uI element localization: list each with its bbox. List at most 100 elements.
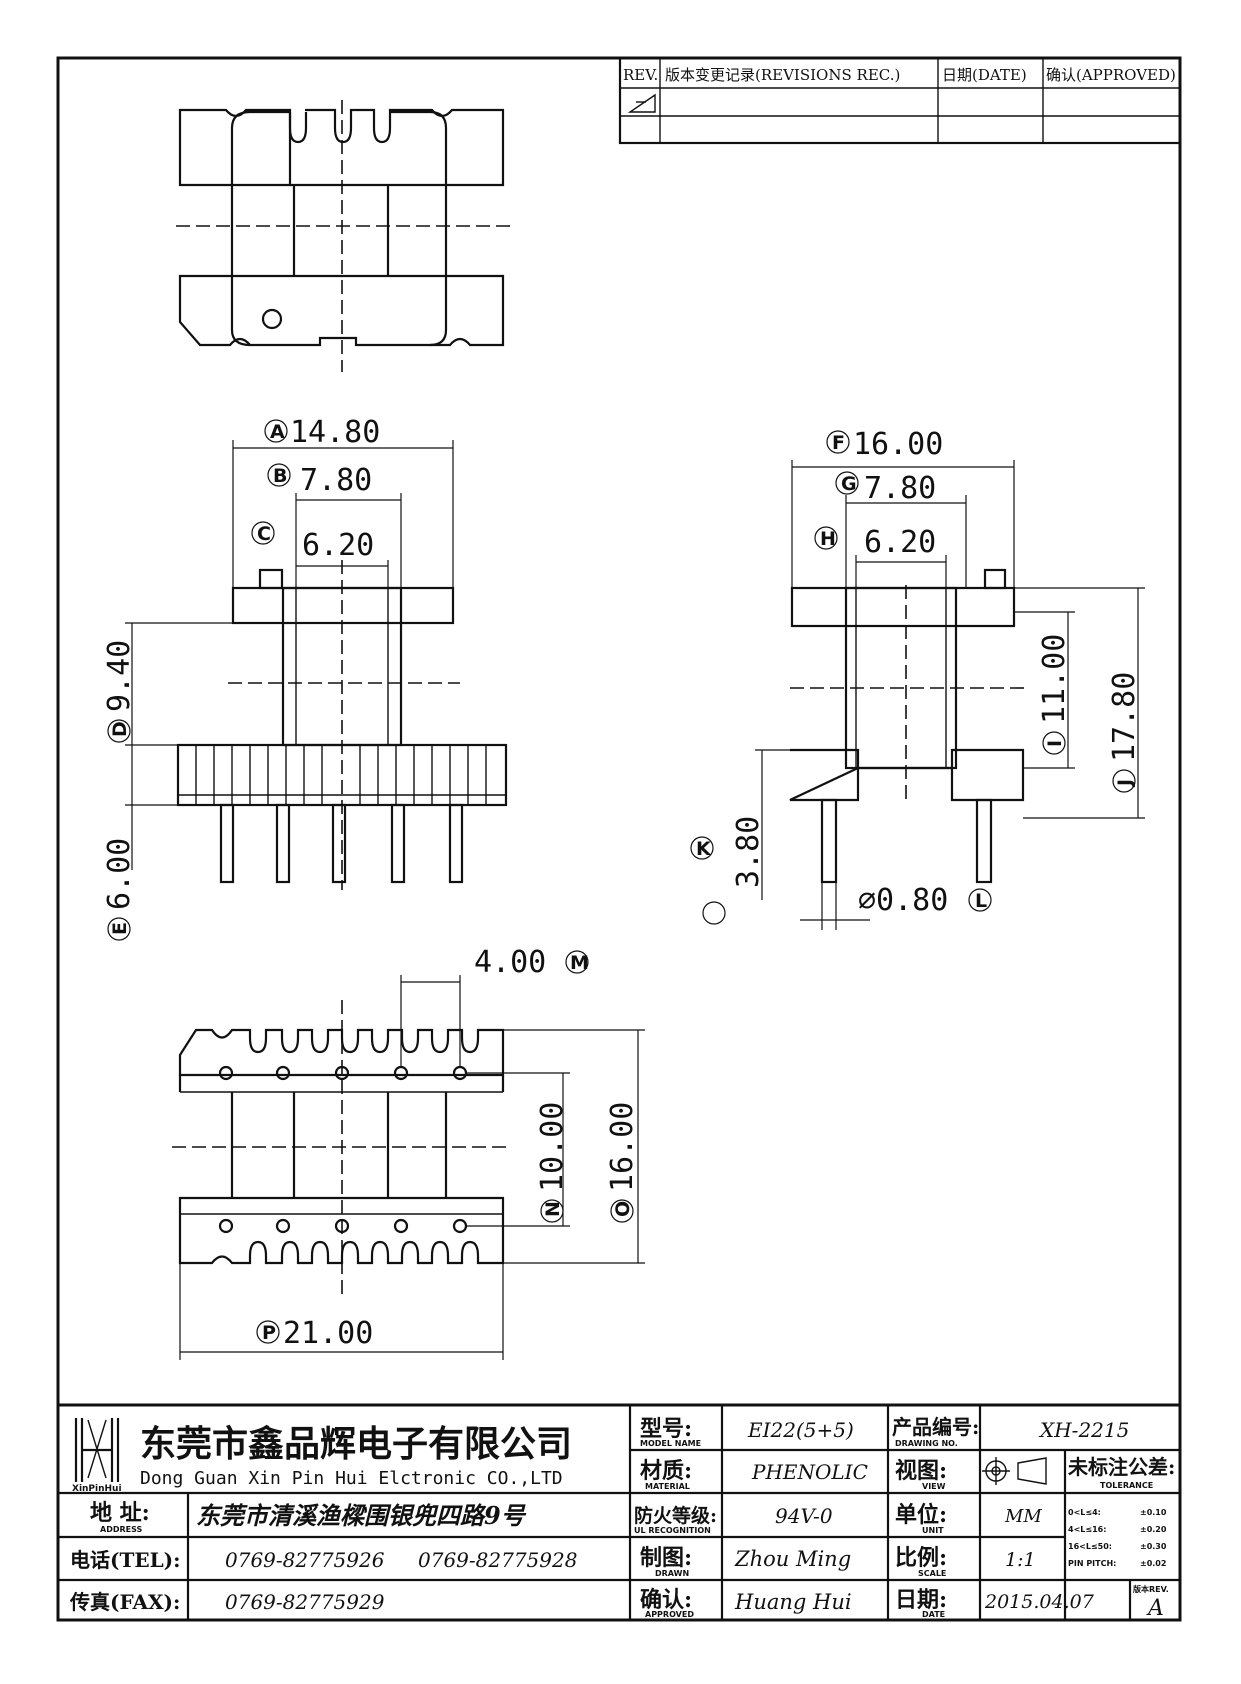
unit-value: MM	[1004, 1506, 1042, 1527]
date-label-en: DATE	[922, 1610, 945, 1619]
fax-value: 0769-82775929	[225, 1590, 385, 1614]
drawing-no-label: 产品编号:	[892, 1415, 979, 1439]
address-label-en: ADDRESS	[100, 1525, 143, 1534]
bottom-view	[172, 975, 645, 1360]
scale-label-en: SCALE	[918, 1569, 946, 1578]
sheet-frame	[56, 56, 1182, 1622]
svg-text:C: C	[257, 523, 271, 545]
dim-C: C 6.20	[251, 521, 374, 563]
drawing-no-value: XH-2215	[1038, 1418, 1129, 1442]
svg-text:F: F	[832, 432, 845, 454]
dim-H: H 6.20	[814, 525, 936, 560]
date-header: 日期(DATE)	[942, 66, 1027, 84]
dim-N-value: 10.00	[535, 1102, 570, 1192]
company-logo: XinPinHui	[72, 1418, 122, 1494]
dim-D-value: 9.40	[102, 640, 137, 712]
dim-B-value: 7.80	[300, 463, 372, 498]
company-name-cn: 东莞市鑫品辉电子有限公司	[140, 1423, 572, 1465]
tolerance-range-1: 0<L≤4:	[1068, 1508, 1101, 1517]
svg-text:I: I	[1044, 740, 1066, 747]
svg-text:E: E	[109, 922, 131, 935]
dim-E-value: 6.00	[102, 838, 137, 910]
tolerance-range-4: PIN PITCH:	[1068, 1559, 1116, 1568]
dim-K-bubble: K	[690, 836, 714, 860]
tolerance-range-3: 16<L≤50:	[1068, 1542, 1112, 1551]
rev-label: 版本REV.	[1132, 1584, 1169, 1594]
material-label-en: MATERIAL	[645, 1482, 690, 1491]
dim-O-value: 16.00	[605, 1102, 640, 1192]
tel-value-2: 0769-82775928	[418, 1548, 577, 1572]
dim-P-value: 21.00	[283, 1316, 373, 1351]
model-label-en: MODEL NAME	[640, 1439, 701, 1448]
dim-N: N 10.00	[535, 1102, 570, 1223]
tolerance-value-4: ±0.02	[1140, 1559, 1166, 1568]
revision-table: REV. 版本变更记录(REVISIONS REC.) 日期(DATE) 确认(…	[618, 56, 1182, 145]
tel-value-1: 0769-82775926	[225, 1548, 385, 1572]
dim-J: J 17.80	[1107, 672, 1142, 793]
approved-header: 确认(APPROVED)	[1046, 66, 1176, 84]
svg-text:P: P	[262, 1322, 276, 1344]
date-label: 日期:	[895, 1587, 947, 1613]
revision-triangle-icon	[627, 93, 656, 113]
approved-label: 确认:	[640, 1587, 692, 1613]
dim-B: B 7.80	[267, 463, 372, 498]
material-label: 材质:	[640, 1458, 692, 1484]
svg-text:G: G	[841, 473, 857, 495]
tel-label: 电话(TEL):	[70, 1548, 181, 1572]
approved-value: Huang Hui	[734, 1590, 852, 1614]
svg-text:K: K	[696, 838, 712, 860]
dim-G: G 7.80	[835, 471, 936, 506]
tolerance-title-en: TOLERANCE	[1100, 1481, 1153, 1490]
model-label: 型号:	[640, 1416, 692, 1442]
front-view	[125, 440, 508, 890]
dim-L-value: ⌀0.80	[858, 883, 948, 918]
fire-label-en: UL RECOGNITION	[634, 1526, 711, 1535]
dim-L: ⌀0.80 L	[858, 883, 992, 918]
svg-text:J: J	[1114, 779, 1136, 788]
dim-H-value: 6.20	[864, 525, 936, 560]
dim-P: P 21.00	[256, 1316, 373, 1351]
address-label: 地 址:	[90, 1500, 150, 1526]
dim-G-value: 7.80	[864, 471, 936, 506]
top-view	[176, 100, 510, 372]
dim-M-value: 4.00	[474, 945, 546, 980]
tolerance-value-2: ±0.20	[1140, 1525, 1167, 1534]
scale-label: 比例:	[895, 1545, 947, 1571]
company-name-en: Dong Guan Xin Pin Hui Elctronic CO.,LTD	[140, 1468, 563, 1489]
tolerance-title: 未标注公差:	[1068, 1455, 1175, 1479]
dim-C-value: 6.20	[302, 528, 374, 563]
svg-text:A: A	[270, 421, 285, 443]
material-value: PHENOLIC	[751, 1460, 868, 1484]
revision-record-header: 版本变更记录(REVISIONS REC.)	[665, 66, 900, 84]
dim-A-value: 14.80	[290, 415, 380, 450]
unit-label: 单位:	[895, 1502, 947, 1528]
tolerance-value-3: ±0.30	[1140, 1542, 1167, 1551]
fire-label: 防火等级:	[634, 1504, 717, 1527]
date-value: 2015.04.07	[984, 1591, 1095, 1613]
svg-text:M: M	[570, 952, 589, 974]
drawn-label-en: DRAWN	[655, 1569, 689, 1578]
dim-K-value: 3.80	[731, 816, 766, 888]
rev-value: A	[1146, 1596, 1164, 1621]
dim-I-value: 11.00	[1037, 634, 1072, 724]
dim-A: A 14.80	[264, 415, 380, 450]
projection-symbol-icon	[982, 1457, 1047, 1485]
tolerance-range-2: 4<L≤16:	[1068, 1525, 1106, 1534]
view-label: 视图:	[895, 1458, 947, 1484]
tolerance-value-1: ±0.10	[1140, 1508, 1167, 1517]
dim-F: F 16.00	[826, 427, 943, 462]
drawn-value: Zhou Ming	[734, 1547, 851, 1571]
dim-I: I 11.00	[1037, 634, 1072, 755]
svg-text:L: L	[975, 890, 987, 912]
scale-value: 1:1	[1005, 1549, 1036, 1571]
dim-F-value: 16.00	[853, 427, 943, 462]
dim-O: O 16.00	[605, 1102, 640, 1223]
dim-M: 4.00 M	[474, 945, 589, 980]
logo-text: XinPinHui	[72, 1484, 122, 1494]
svg-text:D: D	[109, 721, 131, 737]
approved-label-en: APPROVED	[645, 1610, 694, 1619]
title-block: XinPinHui 东莞市鑫品辉电子有限公司 Dong Guan Xin Pin…	[56, 1403, 1182, 1622]
dim-D: D 9.40	[102, 640, 137, 743]
view-label-en: VIEW	[922, 1482, 946, 1491]
